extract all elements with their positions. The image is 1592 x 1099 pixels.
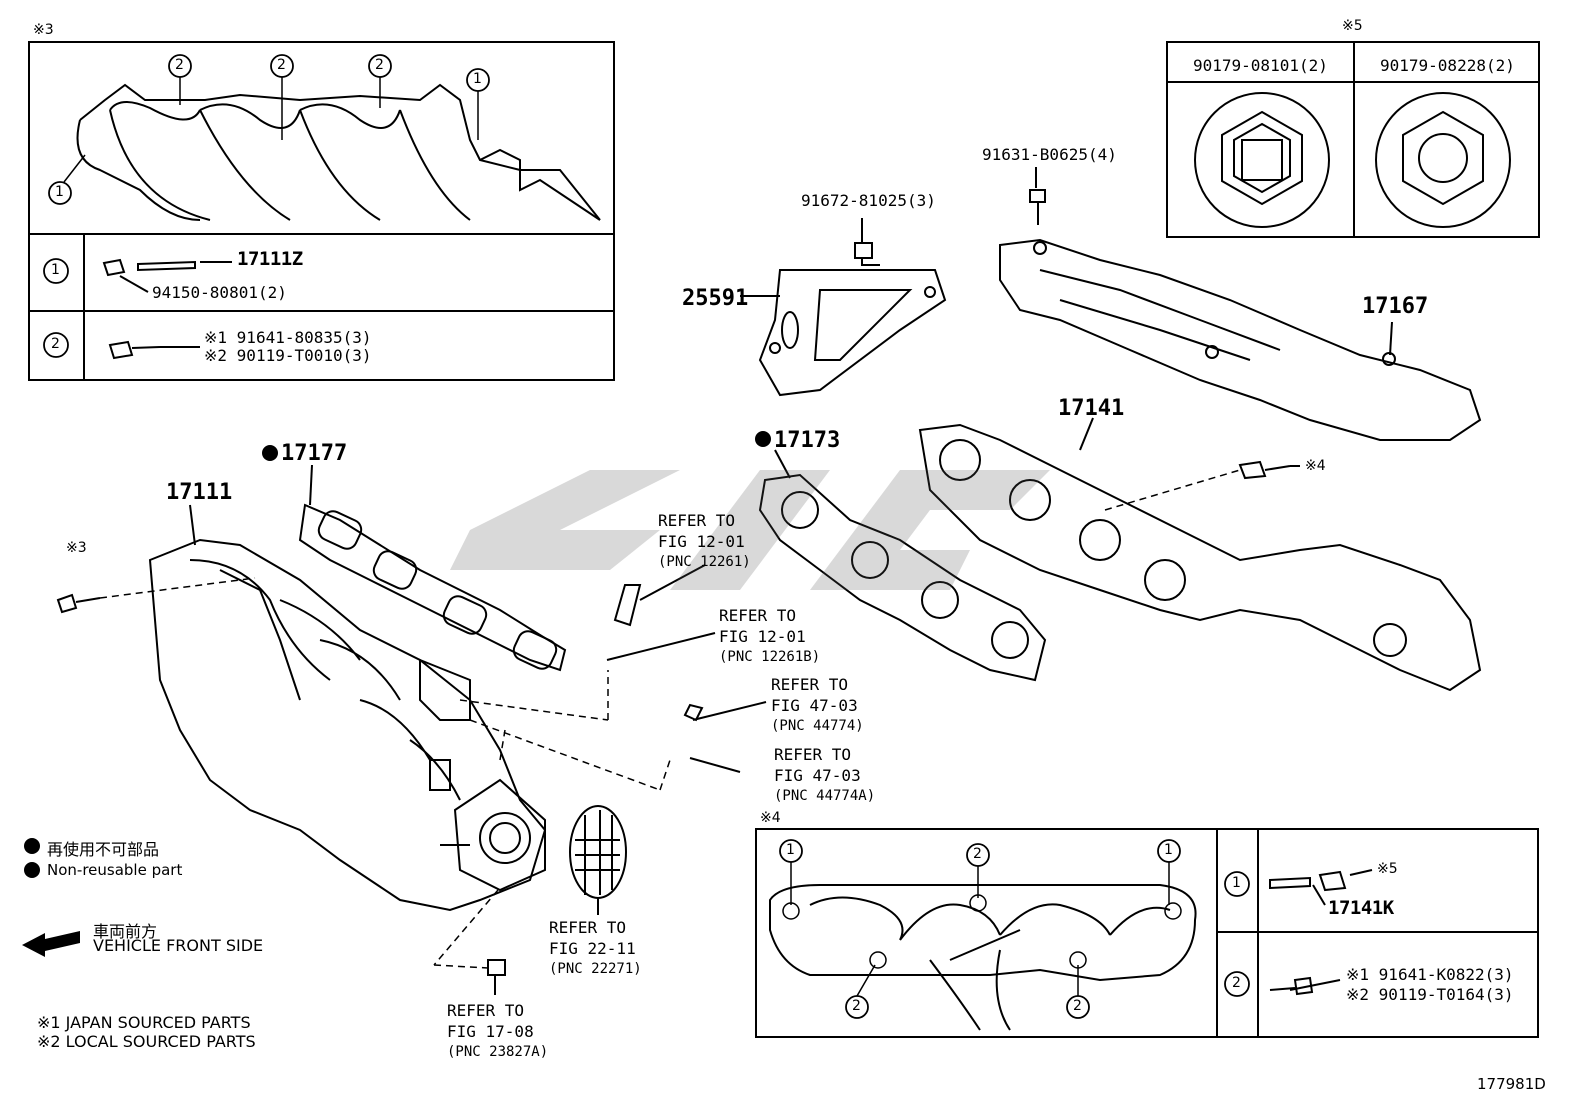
- box4-row1-circle: 1: [1232, 875, 1241, 891]
- part-90119-t0010[interactable]: ※2 90119-T0010(3): [204, 346, 372, 365]
- watermark-logo: [450, 470, 1050, 590]
- ref-fig-12-01-b[interactable]: REFER TO FIG 12-01 (PNC 12261B): [719, 605, 820, 668]
- ref-pnc: (PNC 12261): [658, 554, 751, 570]
- box3-callout-2a[interactable]: 2: [175, 57, 184, 73]
- part-90119-t0164[interactable]: ※2 90119-T0164(3): [1346, 985, 1514, 1004]
- part-25591[interactable]: 25591: [682, 286, 749, 311]
- ref-line: REFER TO: [447, 1001, 525, 1020]
- ref-fig-17-08[interactable]: REFER TO FIG 17-08 (PNC 23827A): [447, 1000, 548, 1063]
- box4-callout-1b[interactable]: 1: [1164, 842, 1173, 858]
- part-91672-81025[interactable]: 91672-81025(3): [801, 191, 936, 210]
- bolt-mark-4: ※4: [1305, 458, 1326, 474]
- ref-line: FIG 17-08: [447, 1022, 534, 1041]
- box3-callout-2c[interactable]: 2: [375, 57, 384, 73]
- part-17173[interactable]: 17173: [774, 428, 841, 453]
- box4-mark: ※4: [760, 810, 781, 826]
- legend-non-reusable-en: Non-reusable part: [47, 861, 183, 879]
- figure-id: 177981D: [1477, 1075, 1546, 1093]
- ref-fig-22-11[interactable]: REFER TO FIG 22-11 (PNC 22271): [549, 917, 642, 980]
- bolt-mark-3: ※3: [66, 540, 87, 556]
- box3-frame: [28, 41, 615, 381]
- box4-callout-2a[interactable]: 2: [973, 846, 982, 862]
- box4-row2-circle: 2: [1232, 975, 1241, 991]
- ref-line: REFER TO: [774, 745, 852, 764]
- part-17141[interactable]: 17141: [1058, 396, 1125, 421]
- ref-line: FIG 47-03: [771, 696, 858, 715]
- box4-row1-mark: ※5: [1377, 861, 1398, 877]
- part-91631-b0625[interactable]: 91631-B0625(4): [982, 145, 1117, 164]
- note-japan-sourced: ※1 JAPAN SOURCED PARTS: [37, 1013, 251, 1032]
- ref-pnc: (PNC 23827A): [447, 1044, 549, 1060]
- part-17177[interactable]: 17177: [281, 441, 348, 466]
- ref-pnc: (PNC 44774A): [774, 788, 876, 804]
- ref-line: FIG 12-01: [658, 532, 745, 551]
- box3-row1-circle: 1: [51, 262, 60, 278]
- ref-fig-47-03-b[interactable]: REFER TO FIG 47-03 (PNC 44774A): [774, 744, 875, 807]
- ref-fig-12-01-a[interactable]: REFER TO FIG 12-01 (PNC 12261): [658, 510, 751, 573]
- note-local-sourced: ※2 LOCAL SOURCED PARTS: [37, 1032, 256, 1051]
- ref-pnc: (PNC 12261B): [719, 649, 821, 665]
- front-side-jp: 車両前方: [93, 922, 158, 941]
- box3-callout-1a[interactable]: 1: [473, 71, 482, 87]
- ref-pnc: (PNC 44774): [771, 718, 864, 734]
- part-91641-80835[interactable]: ※1 91641-80835(3): [204, 328, 372, 347]
- part-17141k[interactable]: 17141K: [1328, 897, 1394, 919]
- box3-callout-1b[interactable]: 1: [55, 184, 64, 200]
- box4-callout-1a[interactable]: 1: [786, 842, 795, 858]
- ref-line: FIG 47-03: [774, 766, 861, 785]
- front-side-en: VEHICLE FRONT SIDE: [93, 936, 264, 955]
- part-17167[interactable]: 17167: [1362, 294, 1429, 319]
- box3-callout-2b[interactable]: 2: [277, 57, 286, 73]
- box3-mark: ※3: [33, 22, 54, 38]
- ref-line: REFER TO: [771, 675, 849, 694]
- ref-line: FIG 22-11: [549, 939, 636, 958]
- ref-line: REFER TO: [658, 511, 736, 530]
- part-94150-80801[interactable]: 94150-80801(2): [152, 283, 287, 302]
- box4-callout-2c[interactable]: 2: [1073, 998, 1082, 1014]
- box4-callout-2b[interactable]: 2: [852, 998, 861, 1014]
- part-91641-k0822[interactable]: ※1 91641-K0822(3): [1346, 965, 1514, 984]
- ref-line: REFER TO: [549, 918, 627, 937]
- box3-row2-circle: 2: [51, 336, 60, 352]
- part-17111z[interactable]: 17111Z: [237, 248, 303, 270]
- ref-pnc: (PNC 22271): [549, 961, 642, 977]
- part-17111[interactable]: 17111: [166, 480, 233, 505]
- ref-fig-47-03-a[interactable]: REFER TO FIG 47-03 (PNC 44774): [771, 674, 864, 737]
- part-90179-08101[interactable]: 90179-08101(2): [1193, 56, 1328, 75]
- box5-mark: ※5: [1342, 18, 1363, 34]
- legend-non-reusable-jp: 再使用不可部品: [47, 840, 160, 859]
- ref-line: FIG 12-01: [719, 627, 806, 646]
- ref-line: REFER TO: [719, 606, 797, 625]
- part-90179-08228[interactable]: 90179-08228(2): [1380, 56, 1515, 75]
